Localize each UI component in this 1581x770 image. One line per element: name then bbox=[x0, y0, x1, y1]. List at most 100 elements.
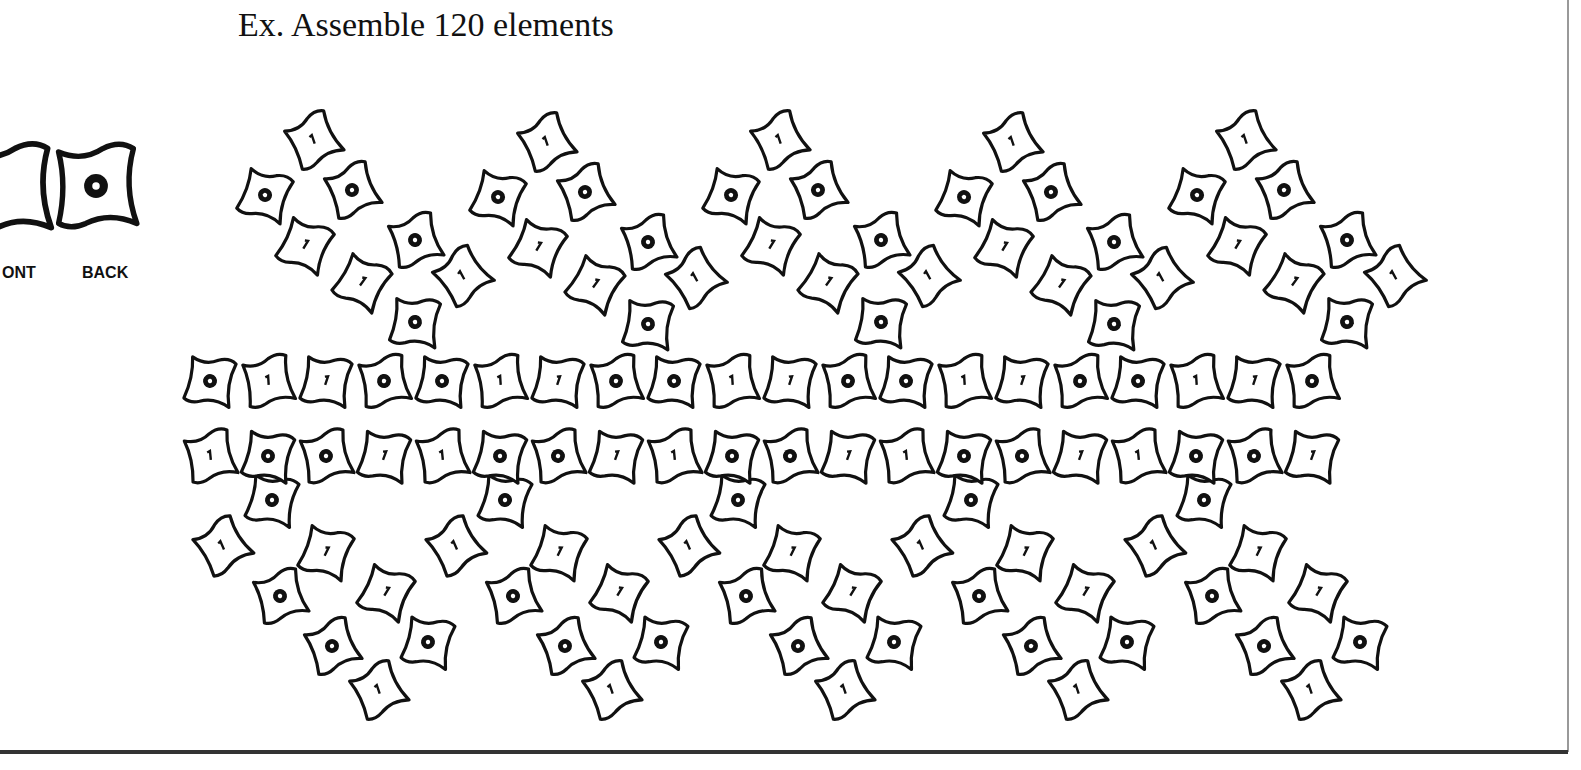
origami-element bbox=[478, 471, 535, 530]
origami-element bbox=[485, 566, 542, 625]
origami-element bbox=[297, 521, 357, 582]
origami-element bbox=[718, 566, 775, 625]
origami-element bbox=[299, 427, 354, 484]
origami-element bbox=[741, 213, 803, 276]
origami-element bbox=[1111, 427, 1166, 484]
origami-element bbox=[389, 294, 443, 350]
origami-element bbox=[299, 352, 354, 409]
origami-element bbox=[1168, 164, 1228, 225]
origami-element bbox=[1047, 658, 1109, 721]
origami-element bbox=[303, 615, 363, 676]
origami-element bbox=[1227, 352, 1282, 409]
origami-element bbox=[252, 566, 309, 625]
origami-element bbox=[657, 513, 721, 578]
origami-element bbox=[469, 166, 529, 227]
origami-element bbox=[331, 250, 395, 315]
origami-element bbox=[1088, 296, 1142, 352]
origami-element bbox=[236, 164, 296, 225]
origami-element bbox=[974, 215, 1036, 278]
origami-element bbox=[430, 242, 495, 308]
origami-element bbox=[1184, 566, 1241, 625]
origami-element bbox=[530, 521, 590, 582]
origami-element bbox=[822, 560, 884, 623]
origami-element bbox=[867, 613, 924, 672]
origami-element bbox=[937, 427, 993, 485]
origami-element bbox=[415, 427, 470, 484]
origami-element bbox=[1321, 294, 1375, 350]
origami-element bbox=[508, 215, 570, 278]
origami-element bbox=[749, 108, 811, 171]
origami-element bbox=[938, 353, 992, 409]
origami-element bbox=[401, 613, 458, 672]
origami-element bbox=[473, 427, 529, 485]
origami-element bbox=[1129, 244, 1194, 310]
origami-element bbox=[245, 471, 302, 530]
origami-element bbox=[879, 427, 934, 484]
origami-element bbox=[944, 471, 1001, 530]
origami-element bbox=[531, 427, 586, 484]
origami-element bbox=[706, 353, 760, 409]
origami-element bbox=[769, 615, 829, 676]
origami-element bbox=[879, 352, 934, 409]
view-label: BACK bbox=[82, 264, 128, 282]
origami-element bbox=[581, 658, 643, 721]
origami-element bbox=[358, 353, 412, 409]
title: Ex. Assemble 120 elements bbox=[238, 6, 614, 44]
origami-element bbox=[1255, 159, 1315, 220]
origami-element bbox=[1215, 108, 1277, 171]
origami-element bbox=[982, 110, 1044, 173]
origami-element bbox=[935, 166, 995, 227]
origami-element bbox=[995, 427, 1050, 484]
origami-element bbox=[415, 352, 470, 409]
origami-element bbox=[634, 613, 691, 672]
origami-element bbox=[183, 352, 238, 409]
origami-element bbox=[789, 159, 849, 220]
origami-element bbox=[1054, 353, 1108, 409]
origami-element bbox=[647, 427, 702, 484]
origami-element bbox=[797, 250, 861, 315]
origami-element bbox=[183, 427, 238, 484]
origami-element bbox=[814, 658, 876, 721]
origami-element bbox=[763, 427, 818, 484]
origami-element bbox=[348, 658, 410, 721]
origami-element bbox=[647, 352, 702, 409]
origami-element bbox=[424, 513, 488, 578]
origami-element bbox=[1086, 212, 1143, 271]
origami-element bbox=[59, 144, 137, 226]
origami-element bbox=[1169, 427, 1225, 485]
origami-element bbox=[0, 144, 51, 231]
origami-element bbox=[242, 353, 296, 409]
origami-element bbox=[589, 427, 645, 485]
origami-element bbox=[821, 427, 877, 485]
origami-element bbox=[516, 110, 578, 173]
origami-element bbox=[620, 212, 677, 271]
origami-element bbox=[1333, 613, 1390, 672]
origami-element bbox=[387, 210, 444, 269]
origami-element bbox=[855, 294, 909, 350]
origami-element bbox=[275, 213, 337, 276]
origami-element bbox=[590, 353, 644, 409]
origami-element bbox=[763, 352, 818, 409]
origami-element bbox=[1030, 252, 1094, 317]
origami-element bbox=[1280, 658, 1342, 721]
origami-element bbox=[1111, 352, 1166, 409]
origami-element bbox=[1170, 353, 1224, 409]
origami-element bbox=[191, 513, 255, 578]
origami-element bbox=[622, 296, 676, 352]
origami-element bbox=[995, 352, 1050, 409]
origami-element bbox=[702, 164, 762, 225]
origami-element bbox=[1285, 427, 1341, 485]
origami-element bbox=[1207, 213, 1269, 276]
origami-element bbox=[536, 615, 596, 676]
origami-element bbox=[1229, 521, 1289, 582]
origami-element bbox=[241, 427, 297, 485]
origami-element bbox=[474, 353, 528, 409]
view-label: ONT bbox=[2, 264, 36, 282]
origami-element bbox=[1263, 250, 1327, 315]
origami-element bbox=[705, 427, 761, 485]
origami-element bbox=[763, 521, 823, 582]
origami-element bbox=[1002, 615, 1062, 676]
origami-element bbox=[1319, 210, 1376, 269]
origami-element bbox=[1227, 427, 1282, 484]
origami-element bbox=[663, 244, 728, 310]
